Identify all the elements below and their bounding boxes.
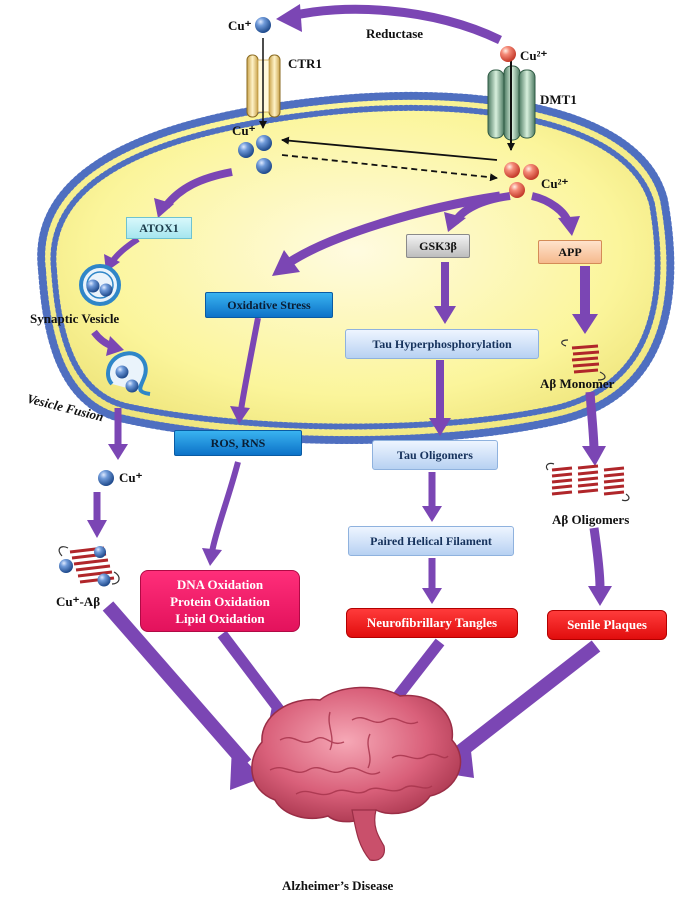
brain-graphic — [251, 686, 462, 861]
paired-helical-filament-box: Paired Helical Filament — [348, 526, 514, 556]
senile-plaques-box: Senile Plaques — [547, 610, 667, 640]
arrowhead-ros — [230, 406, 250, 424]
ctr1-label: CTR1 — [288, 56, 322, 71]
abeta-monomer-graphic — [561, 339, 606, 381]
arrowhead-cuabeta — [87, 520, 107, 538]
arrowhead-tau-oligomers — [429, 418, 451, 436]
arrowhead-oxidation — [202, 548, 222, 566]
dna-oxidation-text: DNA Oxidation — [176, 576, 264, 592]
cu-abeta-label: Cu⁺-Aβ — [56, 594, 101, 609]
arrow-cu-to-atox1 — [162, 168, 233, 209]
arrowhead-gsk3b — [444, 212, 466, 232]
tau-oligomers-box: Tau Oligomers — [372, 440, 498, 470]
arrow-oxidative-to-ros — [238, 317, 261, 411]
cu2-inner-label: Cu²⁺ — [541, 176, 569, 191]
arrowhead-plaques — [588, 586, 612, 606]
neurofibrillary-tangles-box: Neurofibrillary Tangles — [346, 608, 518, 638]
abeta-oligomers-label: Aβ Oligomers — [552, 512, 630, 527]
abeta-oligomers-graphic — [545, 462, 630, 502]
synaptic-vesicle-graphic — [79, 264, 121, 306]
arrowhead-cu-out — [108, 444, 128, 460]
arrowhead-abeta-oligomers — [582, 446, 606, 466]
arrowhead-phf — [422, 506, 442, 522]
cu-plus-inner-label: Cu⁺ — [232, 123, 256, 138]
app-box: APP — [538, 240, 602, 264]
arrowhead-tau-hyper — [434, 306, 456, 324]
reductase-arrowhead — [276, 4, 302, 32]
cu2-ion-top — [500, 46, 516, 62]
reductase-label: Reductase — [366, 26, 424, 41]
arrow-monomer-to-abeta-oligomers — [585, 391, 599, 451]
cell-membrane-inner — [50, 104, 661, 430]
arrowhead-fusion — [106, 336, 124, 356]
ros-rns-box: ROS, RNS — [174, 430, 302, 456]
cu-abeta-complex-graphic — [58, 546, 120, 587]
arrowhead-oxidative — [272, 250, 300, 276]
tau-hyperphosphorylation-box: Tau Hyperphosphorylation — [345, 329, 539, 359]
oxidation-box: DNA Oxidation Protein Oxidation Lipid Ox… — [140, 570, 300, 632]
dmt1-transporter — [487, 60, 536, 151]
protein-oxidation-text: Protein Oxidation — [170, 593, 270, 609]
arrowhead-app — [558, 216, 580, 236]
lipid-oxidation-text: Lipid Oxidation — [175, 610, 265, 626]
cu-plus-ion-inner-3 — [256, 158, 272, 174]
cu-plus-out-label: Cu⁺ — [119, 470, 143, 485]
cu2-ion-inner-1 — [504, 162, 520, 178]
arrow-abolig-to-plaques — [589, 527, 605, 589]
oxidative-stress-box: Oxidative Stress — [205, 292, 333, 318]
cu-plus-ion-inner-1 — [238, 142, 254, 158]
oxidation-exchange-arrow — [281, 136, 498, 161]
arrow-ros-to-oxidation — [209, 461, 241, 553]
cu2-ion-inner-3 — [509, 182, 525, 198]
abeta-monomer-label: Aβ Monomer — [540, 376, 615, 391]
copper-ions — [98, 17, 539, 486]
vesicle-fusion-graphic — [106, 351, 151, 396]
arrow-plaques-to-brain — [447, 640, 601, 764]
synaptic-vesicle-label: Synaptic Vesicle — [30, 311, 120, 326]
reductase-arrow — [290, 4, 502, 45]
cu2-top-label: Cu²⁺ — [520, 48, 548, 63]
cu-plus-top-label: Cu⁺ — [228, 18, 252, 33]
arrow-cuabeta-to-brain — [102, 601, 252, 769]
atox1-box: ATOX1 — [126, 217, 192, 239]
arrow-cu2-to-oxidative — [287, 191, 501, 266]
arrowhead-monomer — [572, 314, 598, 334]
cu-plus-ion-inner-2 — [256, 135, 272, 151]
arrowhead-atox1 — [154, 198, 174, 218]
reduction-exchange-arrow — [281, 154, 498, 182]
arrow-oxidation-to-brain — [217, 630, 289, 720]
cu-plus-ion-top — [255, 17, 271, 33]
gsk3b-box: GSK3β — [406, 234, 470, 258]
cu-plus-ion-out — [98, 470, 114, 486]
dmt1-label: DMT1 — [540, 92, 577, 107]
alzheimers-disease-label: Alzheimer’s Disease — [282, 878, 394, 893]
cu2-ion-inner-2 — [523, 164, 539, 180]
arrowhead-nft — [422, 588, 442, 604]
